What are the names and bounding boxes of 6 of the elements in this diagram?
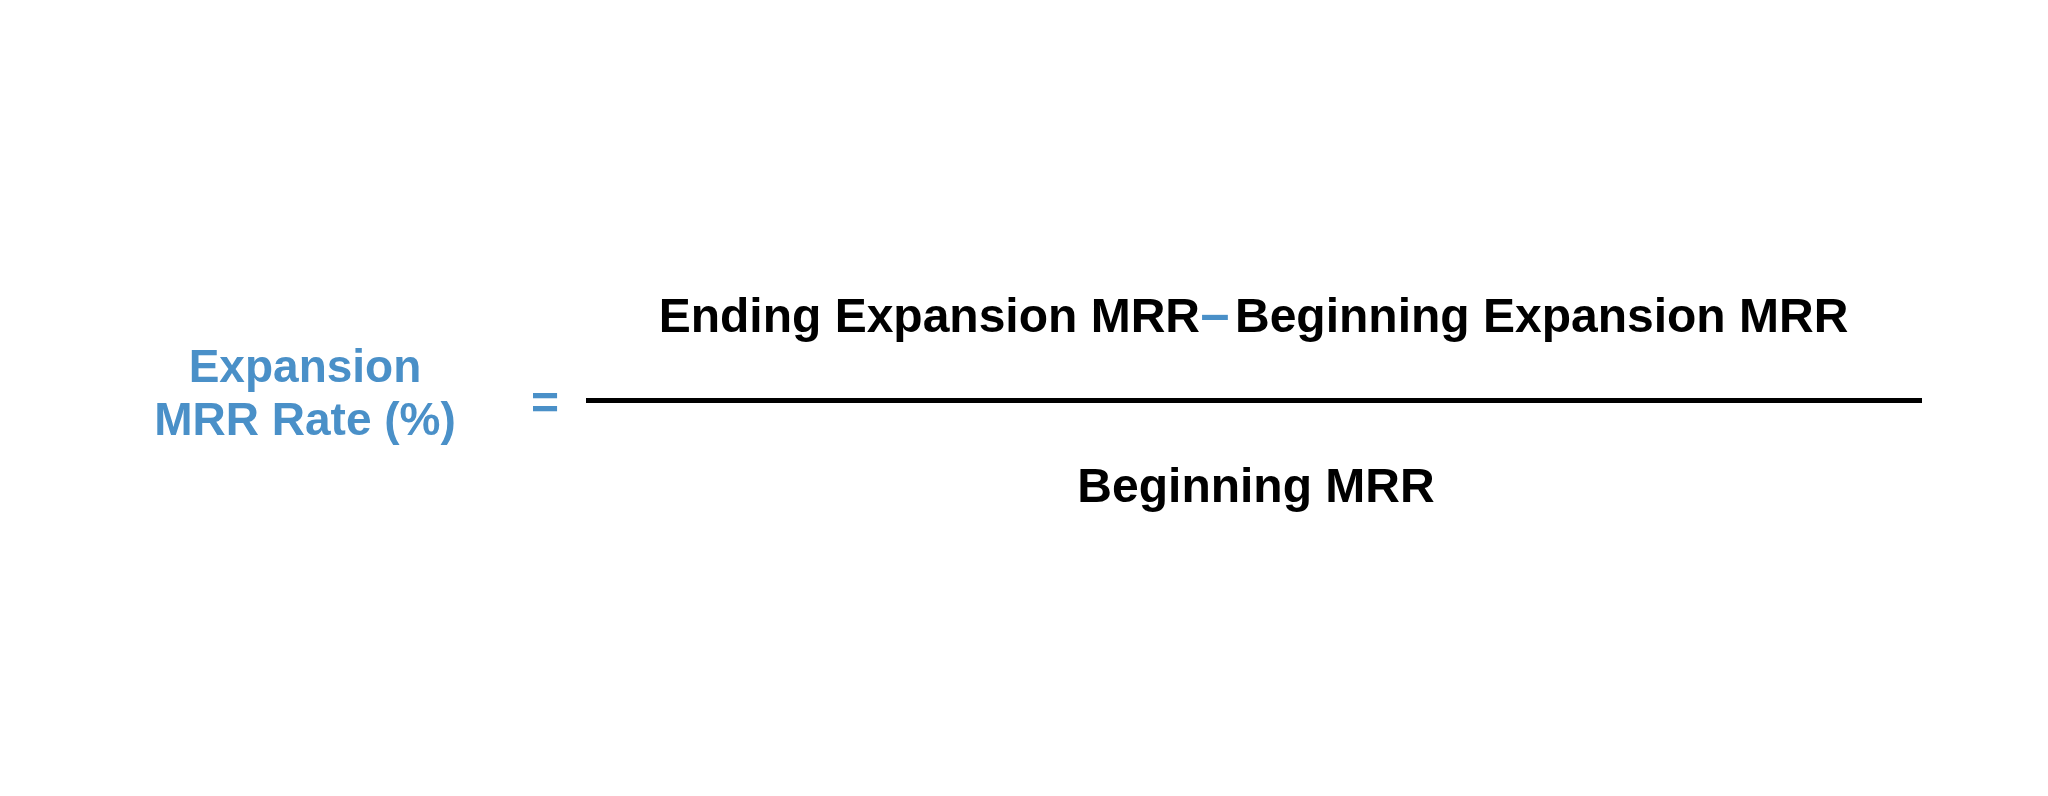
result-label: Expansion MRR Rate (%) xyxy=(154,340,456,445)
minus-sign: – xyxy=(1200,284,1230,342)
numerator-term: Beginning Expansion MRR xyxy=(1235,289,1849,342)
denominator-term: Beginning MRR xyxy=(1077,459,1435,512)
equals-sign: = xyxy=(531,376,559,429)
numerator-term: Ending Expansion MRR xyxy=(658,289,1200,342)
